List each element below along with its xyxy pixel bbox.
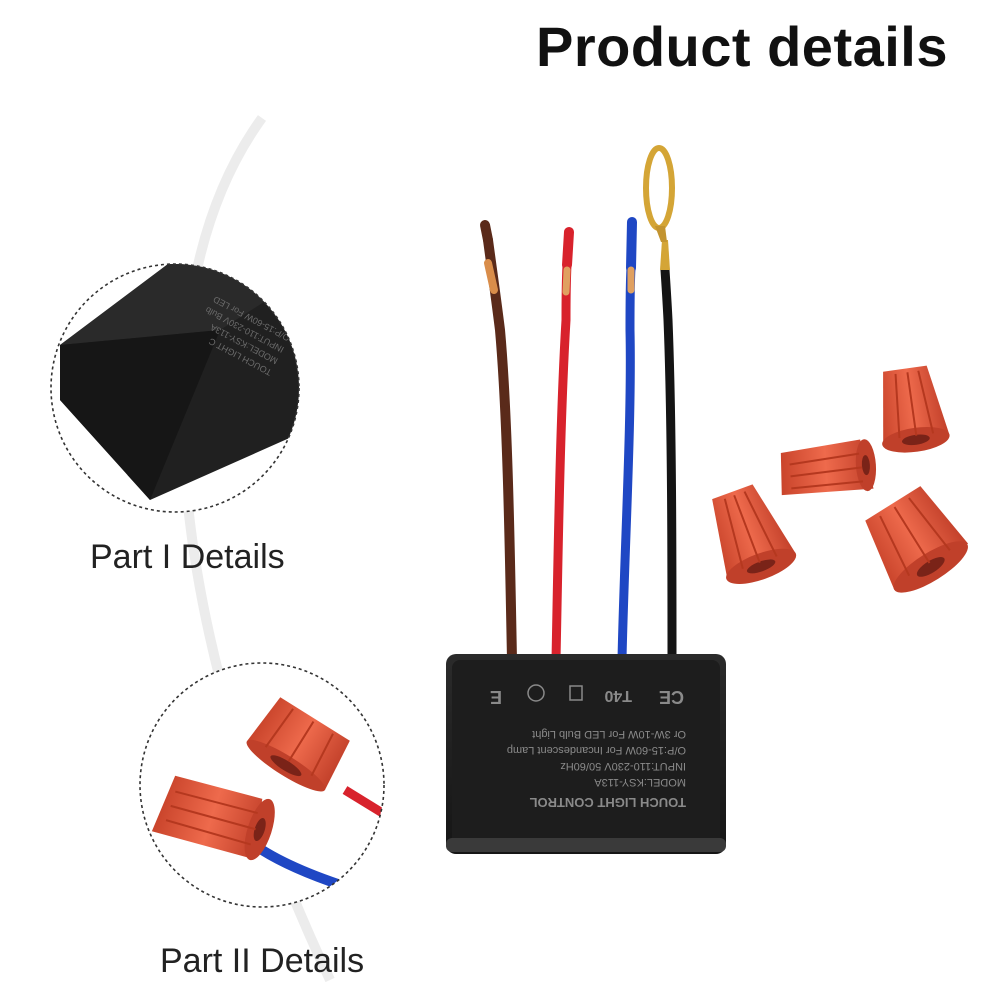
wire-group xyxy=(480,145,677,665)
part2-detail-outline xyxy=(139,662,385,908)
module-label-line-5: Or 3W-10W For LED Bulb Light xyxy=(532,728,686,740)
connector-3 xyxy=(712,484,797,584)
wire-brown xyxy=(483,235,517,665)
connector-2 xyxy=(780,439,877,496)
wire-black xyxy=(660,265,677,665)
bin-icon xyxy=(569,685,583,701)
connector-4 xyxy=(865,486,969,593)
wire-connectors xyxy=(712,365,969,593)
ring-terminal xyxy=(643,145,675,270)
module-label-line-3: INPUT:110-230V 50/60Hz xyxy=(560,760,686,772)
t40-mark: T40 xyxy=(604,687,632,704)
part2-detail-view xyxy=(139,662,385,908)
control-module: TOUCH LIGHT CONTROL MODEL:KSY-113A INPUT… xyxy=(446,654,726,854)
part1-caption: Part I Details xyxy=(90,538,285,576)
part1-detail-outline xyxy=(50,263,300,513)
module-label-line-1: TOUCH LIGHT CONTROL xyxy=(529,795,686,810)
wire-red xyxy=(551,260,572,665)
part2-caption: Part II Details xyxy=(160,942,365,980)
page-title: Product details xyxy=(535,15,948,78)
module-label-line-2: MODEL:KSY-113A xyxy=(594,776,686,788)
part1-detail-view: TOUCH LIGHT C MODEL:KSY-113A INPUT:110-2… xyxy=(50,263,300,513)
class-icon xyxy=(527,684,545,702)
ce-mark: CE xyxy=(659,687,684,707)
e-mark: E xyxy=(490,687,502,707)
wire-blue xyxy=(617,263,636,665)
module-label-line-4: O/P:15-60W For Incandescent Lamp xyxy=(507,744,686,756)
connector-1 xyxy=(882,365,950,453)
